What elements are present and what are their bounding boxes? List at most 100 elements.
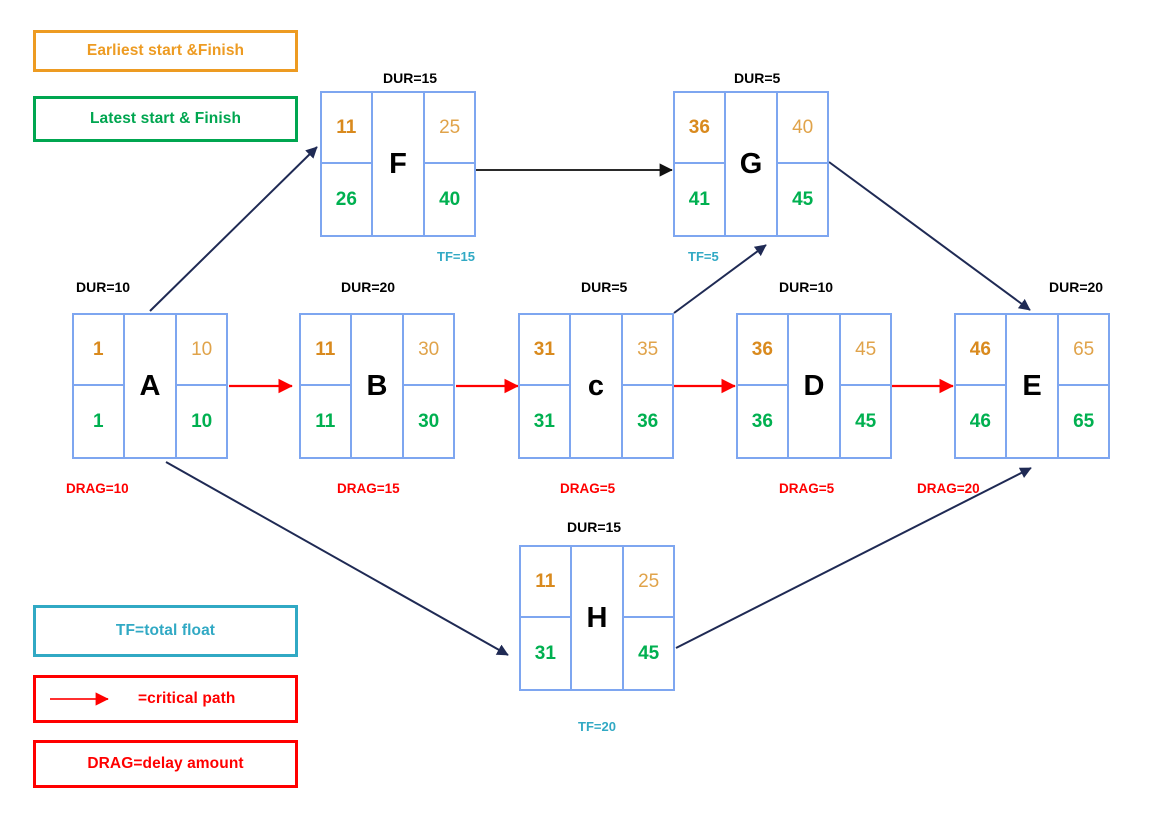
node-e-letter: E bbox=[1022, 369, 1042, 402]
drag-label-c: DRAG=5 bbox=[560, 481, 616, 496]
node-a-right-column: 10 10 bbox=[175, 315, 226, 457]
node-h-ef: 25 bbox=[624, 547, 673, 618]
node-h-lf: 45 bbox=[638, 642, 660, 664]
node-a-ls: 1 bbox=[93, 410, 104, 432]
node-d-center-column: D bbox=[789, 315, 840, 457]
legend-total-float[interactable]: TF=total float bbox=[33, 605, 298, 657]
node-b-right-column: 30 30 bbox=[402, 315, 453, 457]
node-f-left-column: 11 26 bbox=[322, 93, 373, 235]
node-g-ef: 40 bbox=[778, 93, 827, 164]
node-b-letter: B bbox=[366, 369, 388, 402]
node-e-lf: 65 bbox=[1073, 410, 1095, 432]
node-f-es: 11 bbox=[322, 93, 371, 164]
legend-latest-label: Latest start & Finish bbox=[89, 110, 242, 127]
node-f-right-column: 25 40 bbox=[423, 93, 474, 235]
node-d-lf: 45 bbox=[855, 410, 877, 432]
node-g-ls: 41 bbox=[688, 188, 710, 210]
legend-tf-label: TF=total float bbox=[115, 622, 216, 639]
node-d-left-column: 36 36 bbox=[738, 315, 789, 457]
node-h-es: 11 bbox=[521, 547, 570, 618]
node-e[interactable]: 46 46 E 65 65 bbox=[954, 313, 1110, 459]
dur-label-f: DUR=15 bbox=[383, 70, 438, 86]
node-d-es: 36 bbox=[738, 315, 787, 386]
node-h-center-column: H bbox=[572, 547, 623, 689]
node-g-es: 36 bbox=[675, 93, 724, 164]
node-g-right-column: 40 45 bbox=[776, 93, 827, 235]
node-g-letter: G bbox=[739, 147, 763, 180]
node-c-left-column: 31 31 bbox=[520, 315, 571, 457]
node-f[interactable]: 11 26 F 25 40 bbox=[320, 91, 476, 237]
node-f-lf: 40 bbox=[439, 188, 461, 210]
legend-drag[interactable]: DRAG=delay amount bbox=[33, 740, 298, 788]
node-a-ef: 10 bbox=[177, 315, 226, 386]
node-d-ls: 36 bbox=[751, 410, 773, 432]
legend-critical-path[interactable]: =critical path bbox=[33, 675, 298, 723]
node-b-lf: 30 bbox=[418, 410, 440, 432]
node-c-right-column: 35 36 bbox=[621, 315, 672, 457]
node-a-lf: 10 bbox=[191, 410, 213, 432]
node-b-center-column: B bbox=[352, 315, 403, 457]
node-a-center-column: A bbox=[125, 315, 176, 457]
node-c-ef: 35 bbox=[623, 315, 672, 386]
legend-earliest-label: Earliest start &Finish bbox=[86, 42, 245, 59]
node-h-letter: H bbox=[586, 601, 608, 634]
node-c-es: 31 bbox=[520, 315, 569, 386]
node-h-ls: 31 bbox=[534, 642, 556, 664]
dur-label-b: DUR=20 bbox=[341, 279, 396, 295]
tf-label-f: TF=15 bbox=[437, 249, 475, 264]
node-h-left-column: 11 31 bbox=[521, 547, 572, 689]
node-g[interactable]: 36 41 G 40 45 bbox=[673, 91, 829, 237]
edge-a-f bbox=[149, 146, 318, 312]
node-h[interactable]: 11 31 H 25 45 bbox=[519, 545, 675, 691]
dur-label-g: DUR=5 bbox=[734, 70, 781, 86]
dur-label-e: DUR=20 bbox=[1049, 279, 1104, 295]
dur-label-h: DUR=15 bbox=[567, 519, 622, 535]
node-a-es: 1 bbox=[74, 315, 123, 386]
node-b-es: 11 bbox=[301, 315, 350, 386]
tf-label-g: TF=5 bbox=[688, 249, 719, 264]
node-e-ls: 46 bbox=[969, 410, 991, 432]
legend-latest-start-finish[interactable]: Latest start & Finish bbox=[33, 96, 298, 142]
node-e-es: 46 bbox=[956, 315, 1005, 386]
legend-earliest-start-finish[interactable]: Earliest start &Finish bbox=[33, 30, 298, 72]
node-f-ls: 26 bbox=[335, 188, 357, 210]
node-c-letter: c bbox=[587, 369, 605, 402]
node-f-ef: 25 bbox=[425, 93, 474, 164]
node-b-ef: 30 bbox=[404, 315, 453, 386]
drag-label-a: DRAG=10 bbox=[66, 481, 129, 496]
node-c[interactable]: 31 31 c 35 36 bbox=[518, 313, 674, 459]
node-e-left-column: 46 46 bbox=[956, 315, 1007, 457]
node-c-lf: 36 bbox=[637, 410, 659, 432]
dur-label-c: DUR=5 bbox=[581, 279, 628, 295]
drag-label-d: DRAG=5 bbox=[779, 481, 835, 496]
node-g-center-column: G bbox=[726, 93, 777, 235]
node-e-ef: 65 bbox=[1059, 315, 1108, 386]
node-a-letter: A bbox=[139, 369, 161, 402]
node-b[interactable]: 11 11 B 30 30 bbox=[299, 313, 455, 459]
node-h-right-column: 25 45 bbox=[622, 547, 673, 689]
node-d[interactable]: 36 36 D 45 45 bbox=[736, 313, 892, 459]
node-b-ls: 11 bbox=[315, 410, 336, 432]
node-e-center-column: E bbox=[1007, 315, 1058, 457]
node-c-center-column: c bbox=[571, 315, 622, 457]
tf-label-h: TF=20 bbox=[578, 719, 616, 734]
critical-path-arrow-icon bbox=[48, 691, 120, 707]
node-d-ef: 45 bbox=[841, 315, 890, 386]
node-f-letter: F bbox=[389, 147, 407, 180]
node-e-right-column: 65 65 bbox=[1057, 315, 1108, 457]
node-g-left-column: 36 41 bbox=[675, 93, 726, 235]
node-d-right-column: 45 45 bbox=[839, 315, 890, 457]
node-d-letter: D bbox=[803, 369, 825, 402]
drag-label-b: DRAG=15 bbox=[337, 481, 400, 496]
drag-label-e: DRAG=20 bbox=[917, 481, 980, 496]
edge-g-e bbox=[828, 161, 1031, 311]
dur-label-a: DUR=10 bbox=[76, 279, 131, 295]
legend-critical-label: =critical path bbox=[138, 690, 236, 707]
dur-label-d: DUR=10 bbox=[779, 279, 834, 295]
node-g-lf: 45 bbox=[792, 188, 814, 210]
legend-drag-label: DRAG=delay amount bbox=[87, 755, 244, 772]
node-a-left-column: 1 1 bbox=[74, 315, 125, 457]
node-f-center-column: F bbox=[373, 93, 424, 235]
node-a[interactable]: 1 1 A 10 10 bbox=[72, 313, 228, 459]
